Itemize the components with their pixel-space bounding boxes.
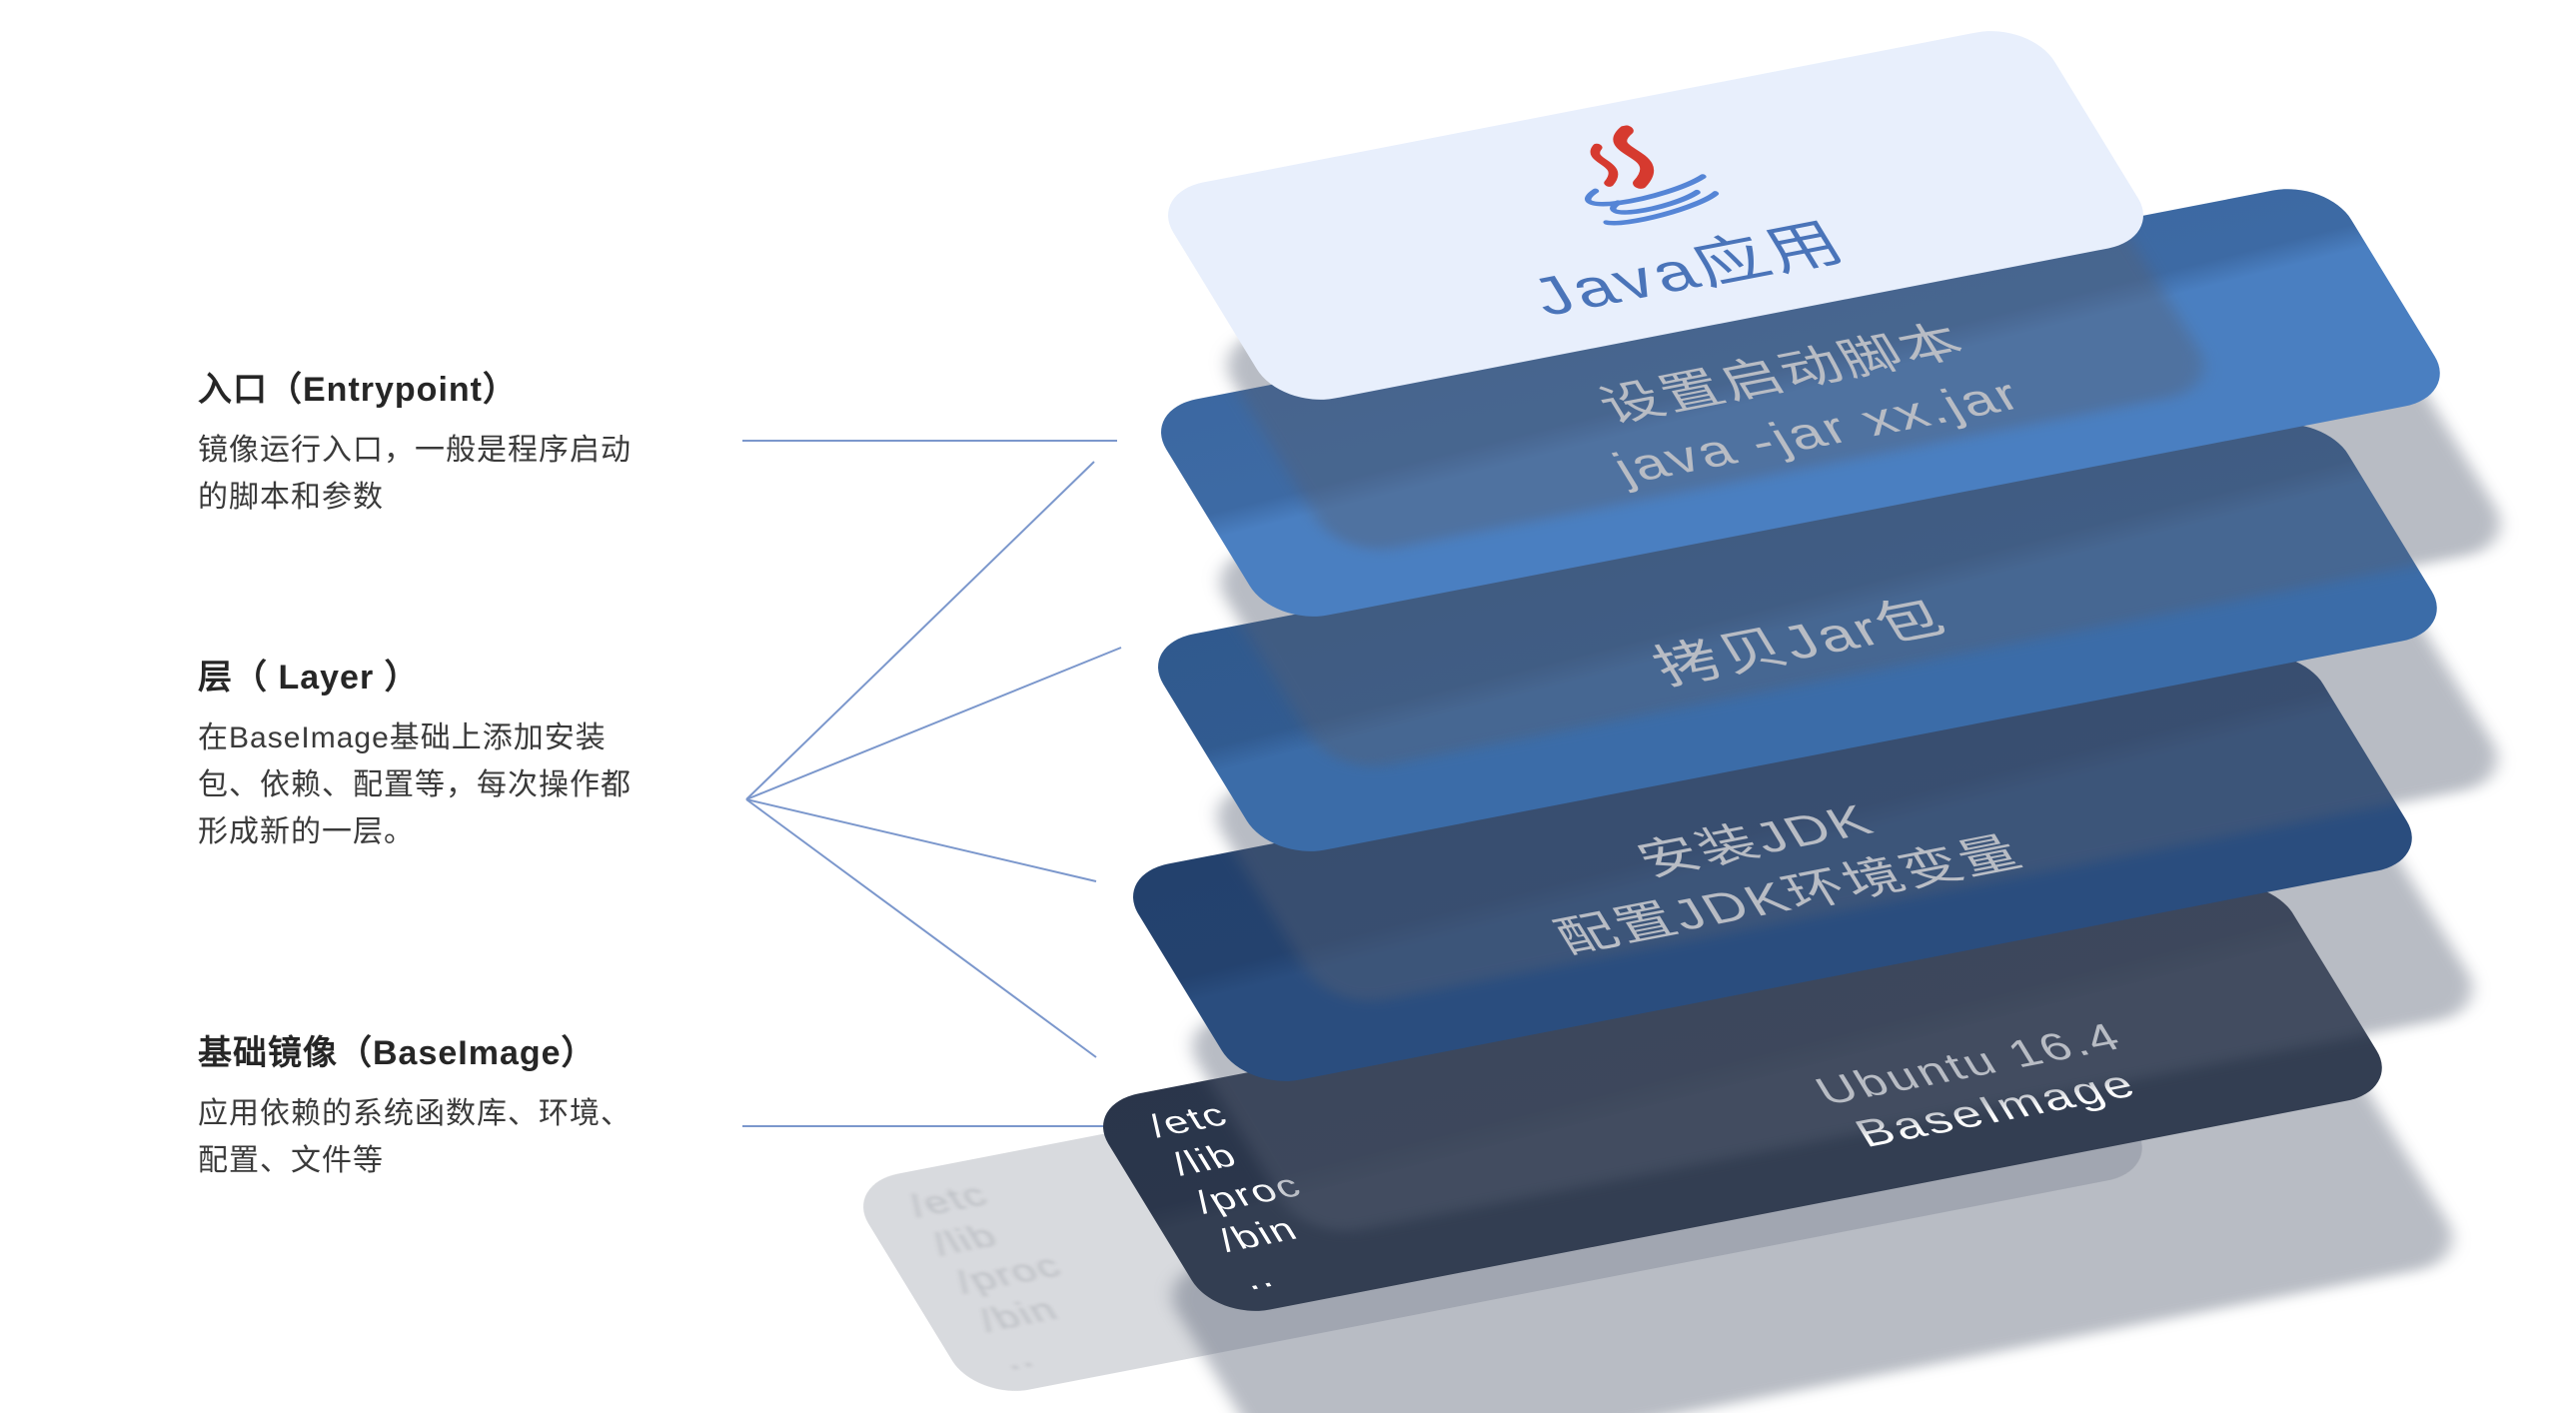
layer-connector-line-3 <box>745 798 1097 882</box>
annotation-layer-body-line: 形成新的一层。 <box>198 815 415 848</box>
annotation-entrypoint: 入口（Entrypoint） 镜像运行入口，一般是程序启动 的脚本和参数 <box>198 362 632 521</box>
layer-card-java-app: Java应用 <box>1149 22 2162 409</box>
annotation-baseimage: 基础镜像（BaseImage） 应用依赖的系统函数库、环境、 配置、文件等 <box>198 1025 632 1184</box>
annotation-entrypoint-title: 入口（Entrypoint） <box>198 371 518 409</box>
layer-connector-line-4 <box>745 798 1097 1058</box>
annotation-entrypoint-body-line: 的脚本和参数 <box>198 481 384 514</box>
layer-connector-line-1 <box>745 461 1095 800</box>
annotation-baseimage-title: 基础镜像（BaseImage） <box>198 1034 597 1072</box>
annotation-layer-title: 层（ Layer ） <box>198 659 420 697</box>
annotation-baseimage-body-line: 应用依赖的系统函数库、环境、 <box>198 1097 632 1130</box>
layer-connector-line-2 <box>745 647 1122 800</box>
annotation-baseimage-body-line: 配置、文件等 <box>198 1144 384 1177</box>
java-logo-icon <box>1584 124 1719 226</box>
annotation-entrypoint-body-line: 镜像运行入口，一般是程序启动 <box>198 434 632 467</box>
annotation-layer-body-line: 在BaseImage基础上添加安装 <box>198 721 607 754</box>
annotation-layer: 层（ Layer ） 在BaseImage基础上添加安装 包、依赖、配置等，每次… <box>198 650 632 855</box>
annotation-layer-body-line: 包、依赖、配置等，每次操作都 <box>198 768 632 801</box>
